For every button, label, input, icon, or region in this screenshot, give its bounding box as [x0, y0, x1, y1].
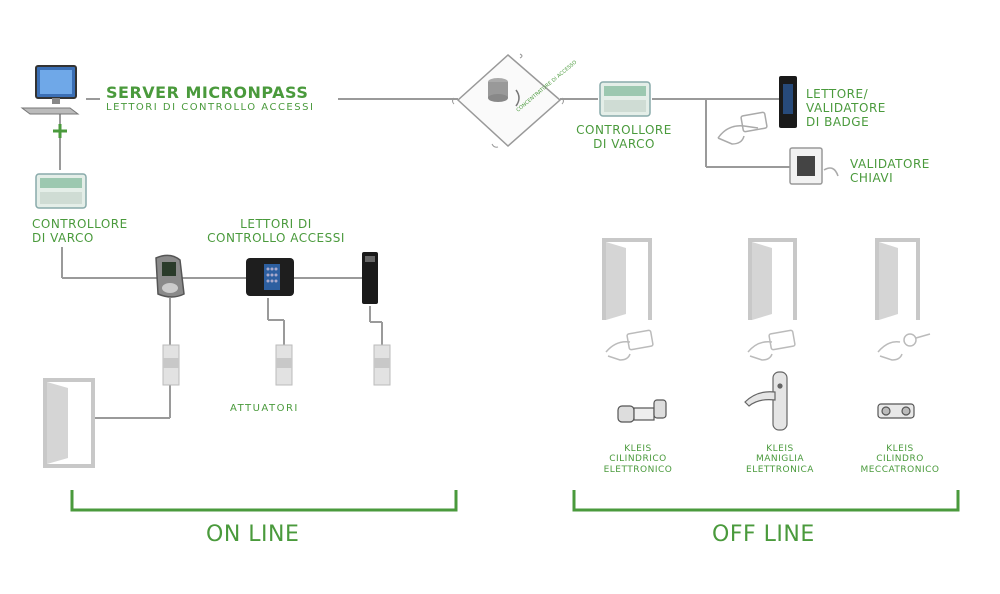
badge-line3: DI BADGE — [806, 114, 870, 129]
key-validator-label: VALIDATORE CHIAVI — [850, 157, 930, 186]
actuator-icon — [162, 344, 180, 386]
door-icon — [748, 238, 797, 320]
offline-controller-label: CONTROLLORE DI VARCO — [566, 123, 682, 152]
online-bracket — [70, 490, 458, 512]
online-controller-label: CONTROLLORE DI VARCO — [32, 217, 128, 246]
badge-hand-icon — [717, 111, 768, 145]
device-line: CILINDRO — [876, 454, 924, 465]
computer-icon — [20, 65, 80, 115]
actuators-label: ATTUATORI — [230, 403, 299, 414]
actuator-icon — [275, 344, 293, 386]
online-controller-line1: CONTROLLORE — [32, 217, 128, 231]
handle-lock-icon — [744, 371, 788, 431]
online-section-label: ON LINE — [206, 522, 300, 547]
biometric-reader-icon — [155, 254, 185, 298]
badge-line1: LETTORE/ — [806, 87, 869, 101]
keys-line2: CHIAVI — [850, 170, 894, 185]
controller-box-icon — [599, 81, 651, 117]
controller-box-icon — [35, 173, 87, 209]
device-line: KLEIS — [886, 444, 914, 454]
actuator-icon — [373, 344, 391, 386]
badge-hand-icon — [605, 329, 654, 361]
badge-hand-icon — [747, 329, 796, 361]
device-line: MECCATRONICO — [860, 464, 940, 475]
device-line: KLEIS — [624, 444, 652, 454]
device-line: CILINDRICO — [609, 454, 667, 465]
key-hand-icon — [877, 333, 931, 361]
key-validator-icon — [789, 147, 839, 185]
online-controller-line2: DI VARCO — [32, 230, 94, 245]
offline-controller-line1: CONTROLLORE — [576, 123, 672, 137]
readers-label: LETTORI DI CONTROLLO ACCESSI — [196, 217, 356, 246]
door-icon — [875, 238, 920, 320]
device-label-mechatronic: KLEIS CILINDRO MECCATRONICO — [848, 444, 952, 475]
readers-line1: LETTORI DI — [240, 217, 312, 231]
keys-line1: VALIDATORE — [850, 157, 930, 171]
readers-line2: CONTROLLO ACCESSI — [207, 230, 345, 245]
device-line: KLEIS — [766, 444, 794, 454]
plus-icon — [53, 124, 67, 138]
database-icon — [452, 53, 564, 148]
offline-section-label: OFF LINE — [712, 522, 815, 547]
device-line: ELETTRONICO — [603, 464, 673, 475]
door-icon — [43, 378, 95, 468]
device-line: MANIGLIA — [755, 454, 805, 465]
offline-controller-line2: DI VARCO — [593, 136, 655, 151]
slim-reader-icon — [779, 76, 797, 128]
badge-line2: VALIDATORE — [806, 100, 886, 115]
door-icon — [602, 238, 652, 320]
device-label-handle: KLEIS MANIGLIA ELETTRONICA — [730, 444, 830, 475]
server-title: SERVER MICRONPASS — [106, 83, 309, 102]
device-line: ELETTRONICA — [746, 464, 814, 475]
cylinder-lock-icon — [617, 399, 667, 423]
slim-reader-icon — [362, 252, 378, 304]
keypad-reader-icon — [246, 258, 294, 296]
mechatronic-cylinder-icon — [877, 403, 915, 419]
server-subtitle: LETTORI DI CONTROLLO ACCESSI — [106, 102, 315, 113]
device-label-cylinder: KLEIS CILINDRICO ELETTRONICO — [588, 444, 688, 475]
badge-validator-label: LETTORE/ VALIDATORE DI BADGE — [806, 87, 886, 129]
offline-bracket — [572, 490, 960, 512]
